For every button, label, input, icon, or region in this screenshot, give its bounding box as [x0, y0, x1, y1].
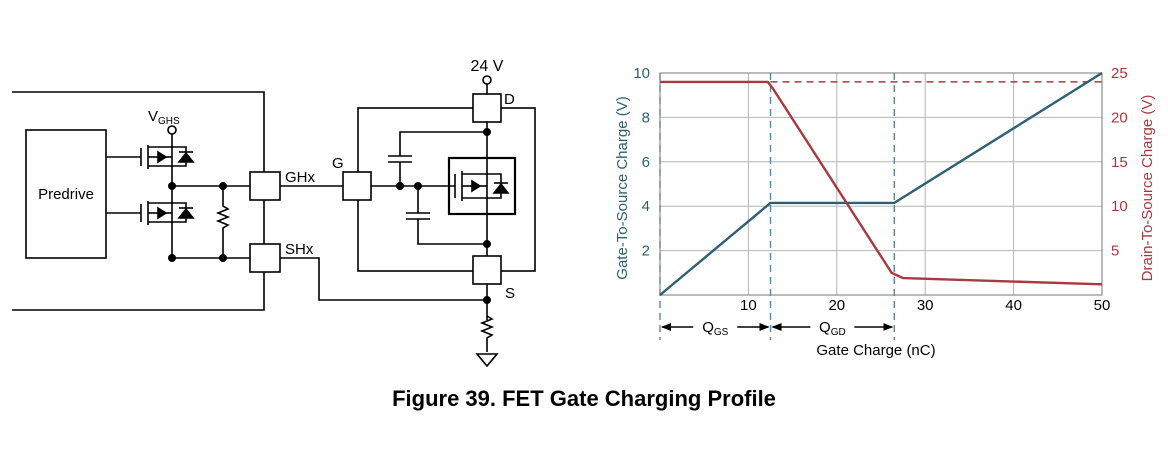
- left-tick-label: 2: [642, 243, 650, 260]
- ghx-label: GHx: [285, 169, 316, 186]
- cgd-capacitor: [388, 131, 487, 186]
- left-axis-ticks: 2 4 6 8 10: [633, 65, 650, 260]
- left-tick-label: 8: [642, 109, 650, 126]
- right-axis-label: Drain-To-Source Charge (V): [1139, 95, 1156, 282]
- source-label: S: [505, 285, 515, 302]
- cgs-capacitor: [406, 186, 487, 245]
- fet-gate-drive-schematic: [12, 75, 536, 368]
- gate-charge-chart: 10 20 30 40 50 2 4 6 8 10 5 10 15 20 25 QGS QGD Gate …: [614, 65, 1156, 359]
- source-pin: [472, 255, 502, 285]
- node-dot: [482, 295, 491, 304]
- right-tick-label: 20: [1111, 109, 1128, 126]
- gate-pin: [342, 171, 372, 201]
- high-side-driver-fet: [140, 145, 195, 169]
- left-axis-label: Gate-To-Source Charge (V): [614, 96, 631, 279]
- figure-caption: Figure 39. FET Gate Charging Profile: [392, 386, 776, 411]
- x-tick-label: 40: [1005, 297, 1022, 314]
- node-dot: [395, 182, 404, 191]
- chart-series: [659, 71, 1103, 296]
- charge-interval-label: QGD: [819, 319, 846, 338]
- left-tick-label: 10: [633, 65, 650, 82]
- shx-sense-wire: [280, 257, 487, 301]
- ghx-pin: [249, 171, 281, 201]
- right-tick-label: 25: [1111, 65, 1128, 82]
- right-tick-label: 5: [1111, 243, 1119, 260]
- shx-pin: [249, 243, 281, 273]
- right-axis-ticks: 5 10 15 20 25: [1111, 65, 1128, 260]
- node-dot: [482, 128, 491, 137]
- left-tick-label: 6: [642, 154, 650, 171]
- predrive-block: [25, 129, 107, 259]
- low-side-source-wire: [171, 222, 250, 259]
- chart-grid: [660, 72, 1103, 295]
- node-dot: [219, 182, 228, 191]
- vghs-terminal: [167, 125, 177, 135]
- charge-interval-annotations: QGS QGD: [661, 319, 894, 338]
- x-tick-label: 20: [828, 297, 845, 314]
- plot-frame: [659, 72, 1103, 296]
- node-dot: [413, 182, 422, 191]
- gate-shunt-resistor: [215, 186, 231, 258]
- supply-voltage-label: 24 V: [471, 58, 504, 75]
- low-side-driver-fet: [140, 201, 195, 225]
- x-tick-label: 50: [1094, 297, 1111, 314]
- drain-pin: [472, 93, 502, 123]
- ground-icon: [475, 353, 499, 368]
- right-tick-label: 15: [1111, 154, 1128, 171]
- vgs-series-line: [659, 71, 1103, 296]
- x-tick-label: 10: [740, 297, 757, 314]
- drain-label: D: [504, 91, 515, 108]
- vghs-label: VGHS: [148, 108, 180, 127]
- node-dot: [168, 254, 177, 263]
- gate-label: G: [332, 155, 344, 172]
- x-axis-ticks: 10 20 30 40 50: [740, 297, 1110, 314]
- node-dot: [219, 254, 228, 263]
- predrive-label: Predrive: [38, 186, 94, 203]
- node-dot: [168, 182, 177, 191]
- left-tick-label: 4: [642, 198, 650, 215]
- vds-series-line: [660, 80, 1103, 286]
- x-axis-label: Gate Charge (nC): [816, 342, 935, 359]
- right-tick-label: 10: [1111, 198, 1128, 215]
- supply-terminal: [482, 75, 492, 85]
- sense-resistor: [479, 315, 495, 352]
- power-mosfet: [447, 156, 517, 256]
- shx-label: SHx: [285, 241, 314, 258]
- x-tick-label: 30: [917, 297, 934, 314]
- driver-ic-outline: [12, 91, 265, 311]
- charge-interval-label: QGS: [702, 319, 728, 338]
